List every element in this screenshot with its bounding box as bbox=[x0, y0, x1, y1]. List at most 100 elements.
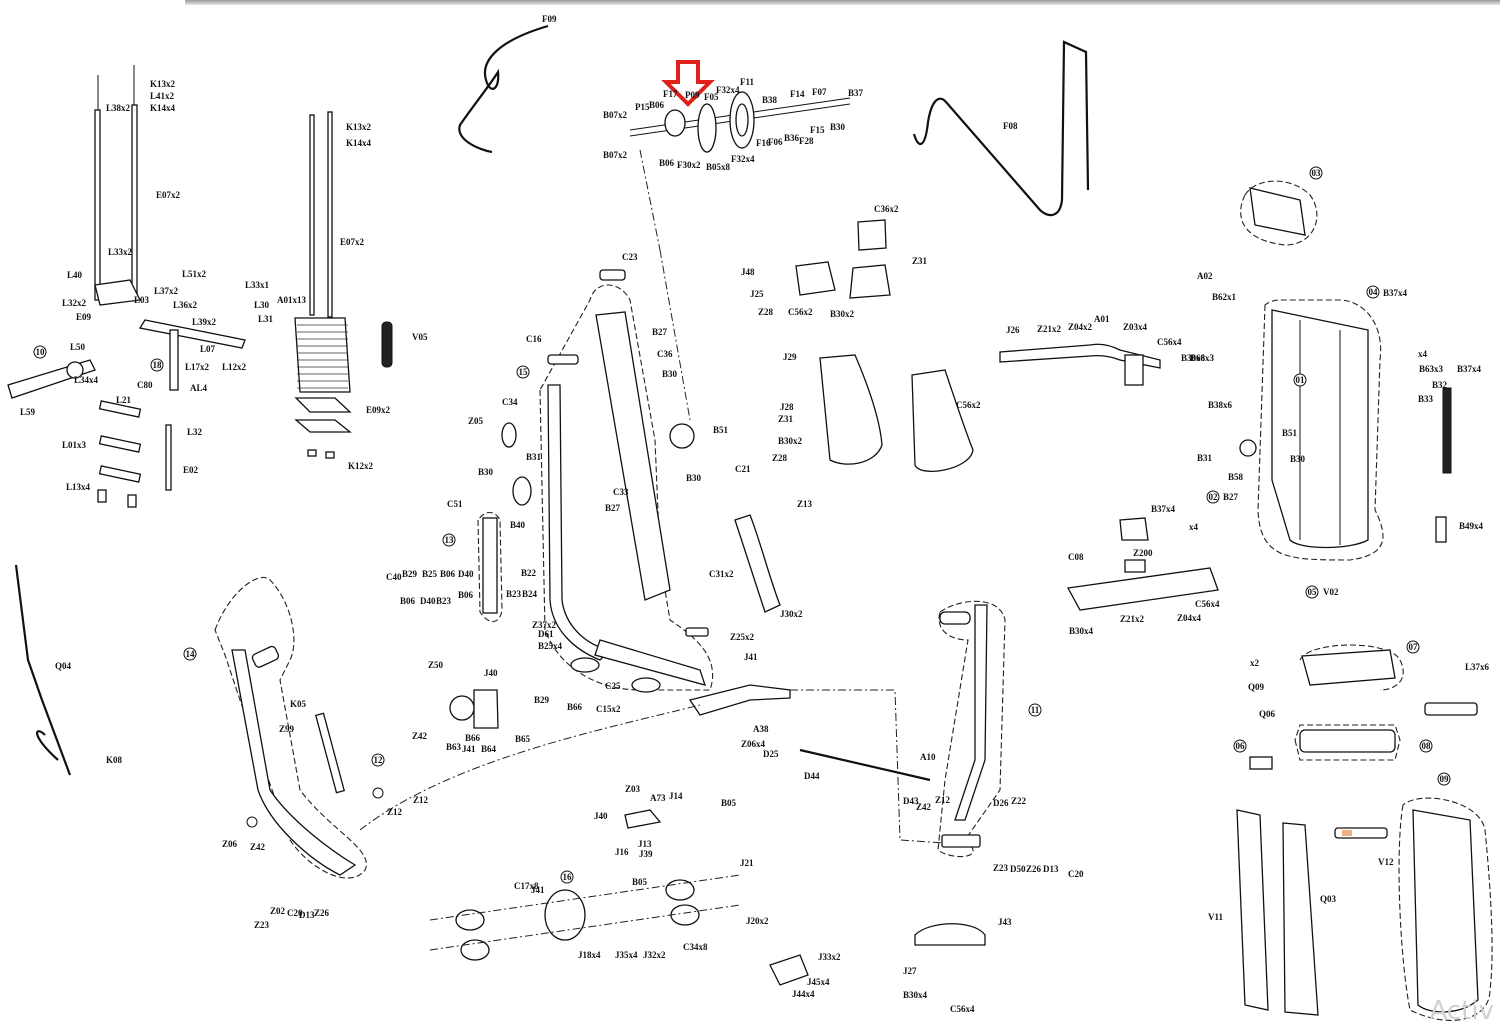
svg-text:07: 07 bbox=[1409, 642, 1419, 652]
part-label-a02: A02 bbox=[1197, 271, 1213, 281]
part-label-c34: C34 bbox=[502, 397, 518, 407]
part-label-d40: D40 bbox=[458, 569, 474, 579]
part-label-c56x4: C56x4 bbox=[1157, 337, 1182, 347]
part-label-j44x4: J44x4 bbox=[792, 989, 815, 999]
part-label-a10: A10 bbox=[920, 752, 936, 762]
part-label-k14x4: K14x4 bbox=[346, 138, 372, 148]
part-label-j16: J16 bbox=[615, 847, 629, 857]
weight-stack bbox=[294, 111, 393, 459]
part-label-b24: B24 bbox=[522, 589, 538, 599]
part-label-c36: C36 bbox=[657, 349, 673, 359]
svg-text:09: 09 bbox=[1440, 774, 1450, 784]
part-label-b07x2: B07x2 bbox=[603, 110, 628, 120]
part-label-b51: B51 bbox=[713, 425, 729, 435]
part-label-b33: B33 bbox=[1418, 394, 1434, 404]
part-label-l50: L50 bbox=[70, 342, 86, 352]
svg-text:04: 04 bbox=[1369, 287, 1379, 297]
callout-09: 09 bbox=[1437, 772, 1451, 786]
part-label-l30: L30 bbox=[254, 300, 270, 310]
callout-01: 01 bbox=[1293, 373, 1307, 387]
part-label-d61: D61 bbox=[538, 629, 554, 639]
part-label-j40: J40 bbox=[594, 811, 608, 821]
part-label-f09: F09 bbox=[542, 14, 557, 24]
part-label-l03: L03 bbox=[134, 295, 150, 305]
part-label-b27: B27 bbox=[652, 327, 668, 337]
part-label-c17x8: C17x8 bbox=[514, 881, 539, 891]
part-label-l36x2: L36x2 bbox=[173, 300, 198, 310]
part-label-al4: AL4 bbox=[190, 383, 208, 393]
part-label-b66x3: B66x3 bbox=[1190, 353, 1215, 363]
part-label-x4: x4 bbox=[1189, 522, 1199, 532]
part-label-b23: B23 bbox=[436, 596, 452, 606]
part-label-a01: A01 bbox=[1094, 314, 1110, 324]
part-label-j32x2: J32x2 bbox=[643, 950, 666, 960]
part-label-f30x2: F30x2 bbox=[677, 160, 701, 170]
callout-14: 14 bbox=[183, 647, 197, 661]
part-label-c20: C20 bbox=[287, 908, 303, 918]
part-label-q06: Q06 bbox=[1259, 709, 1276, 719]
part-label-l37x2: L37x2 bbox=[154, 286, 179, 296]
cable-f08 bbox=[912, 40, 1090, 217]
part-label-d26: D26 bbox=[993, 798, 1009, 808]
part-label-z31: Z31 bbox=[912, 256, 928, 266]
part-label-b63: B63 bbox=[446, 742, 462, 752]
svg-text:03: 03 bbox=[1312, 168, 1322, 178]
part-label-z12: Z12 bbox=[413, 795, 429, 805]
part-label-z06: Z06 bbox=[222, 839, 238, 849]
part-label-f14: F14 bbox=[790, 89, 805, 99]
part-label-z42: Z42 bbox=[412, 731, 428, 741]
part-label-b05x8: B05x8 bbox=[706, 162, 731, 172]
part-label-f08: F08 bbox=[1003, 121, 1018, 131]
part-label-k12x2: K12x2 bbox=[348, 461, 374, 471]
part-label-q04: Q04 bbox=[55, 661, 72, 671]
svg-text:02: 02 bbox=[1209, 492, 1219, 502]
part-label-c51: C51 bbox=[447, 499, 463, 509]
part-label-l33x1: L33x1 bbox=[245, 280, 270, 290]
part-label-l21: L21 bbox=[116, 395, 132, 405]
footplate-assembly bbox=[429, 809, 986, 986]
callout-12: 12 bbox=[371, 753, 385, 767]
callout-13: 13 bbox=[442, 533, 456, 547]
part-label-f06: F06 bbox=[768, 137, 783, 147]
part-label-z05: Z05 bbox=[468, 416, 484, 426]
svg-text:11: 11 bbox=[1031, 705, 1040, 715]
part-label-z26: Z26 bbox=[1026, 864, 1042, 874]
part-label-l32: L32 bbox=[187, 427, 203, 437]
part-label-q09: Q09 bbox=[1248, 682, 1265, 692]
part-label-k05: K05 bbox=[290, 699, 307, 709]
part-label-c80: C80 bbox=[137, 380, 153, 390]
part-label-b30x2: B30x2 bbox=[778, 436, 803, 446]
callout-04: 04 bbox=[1366, 285, 1380, 299]
part-label-d13: D13 bbox=[299, 910, 315, 920]
part-label-b58: B58 bbox=[1228, 472, 1244, 482]
part-label-b62x1: B62x1 bbox=[1212, 292, 1237, 302]
watermark-text: Activ bbox=[1429, 996, 1494, 1026]
seat-rail bbox=[999, 343, 1219, 611]
cable-k08 bbox=[14, 564, 72, 776]
part-label-l13x4: L13x4 bbox=[66, 482, 91, 492]
part-label-j25: J25 bbox=[750, 289, 764, 299]
part-label-c34x8: C34x8 bbox=[683, 942, 708, 952]
svg-text:12: 12 bbox=[374, 755, 384, 765]
part-label-c33: C33 bbox=[613, 487, 629, 497]
part-label-b65: B65 bbox=[515, 734, 531, 744]
part-label-b30x8: B30x8 bbox=[1181, 353, 1206, 363]
part-label-f11: F11 bbox=[740, 77, 755, 87]
console-and-covers bbox=[1236, 644, 1493, 1021]
part-label-b36: B36 bbox=[784, 133, 800, 143]
part-label-k14x4: K14x4 bbox=[150, 103, 176, 113]
part-label-d13: D13 bbox=[1043, 864, 1059, 874]
part-label-c25: C25 bbox=[605, 681, 621, 691]
svg-text:08: 08 bbox=[1422, 741, 1432, 751]
part-label-b51: B51 bbox=[1282, 428, 1298, 438]
part-label-l37x6: L37x6 bbox=[1465, 662, 1490, 672]
callout-08: 08 bbox=[1419, 739, 1433, 753]
part-label-z21x2: Z21x2 bbox=[1037, 324, 1062, 334]
part-label-j48: J48 bbox=[741, 267, 755, 277]
callout-06: 06 bbox=[1233, 739, 1247, 753]
part-label-b30: B30 bbox=[830, 122, 846, 132]
crank-shaft-assembly bbox=[629, 91, 851, 421]
part-label-j28: J28 bbox=[780, 402, 794, 412]
